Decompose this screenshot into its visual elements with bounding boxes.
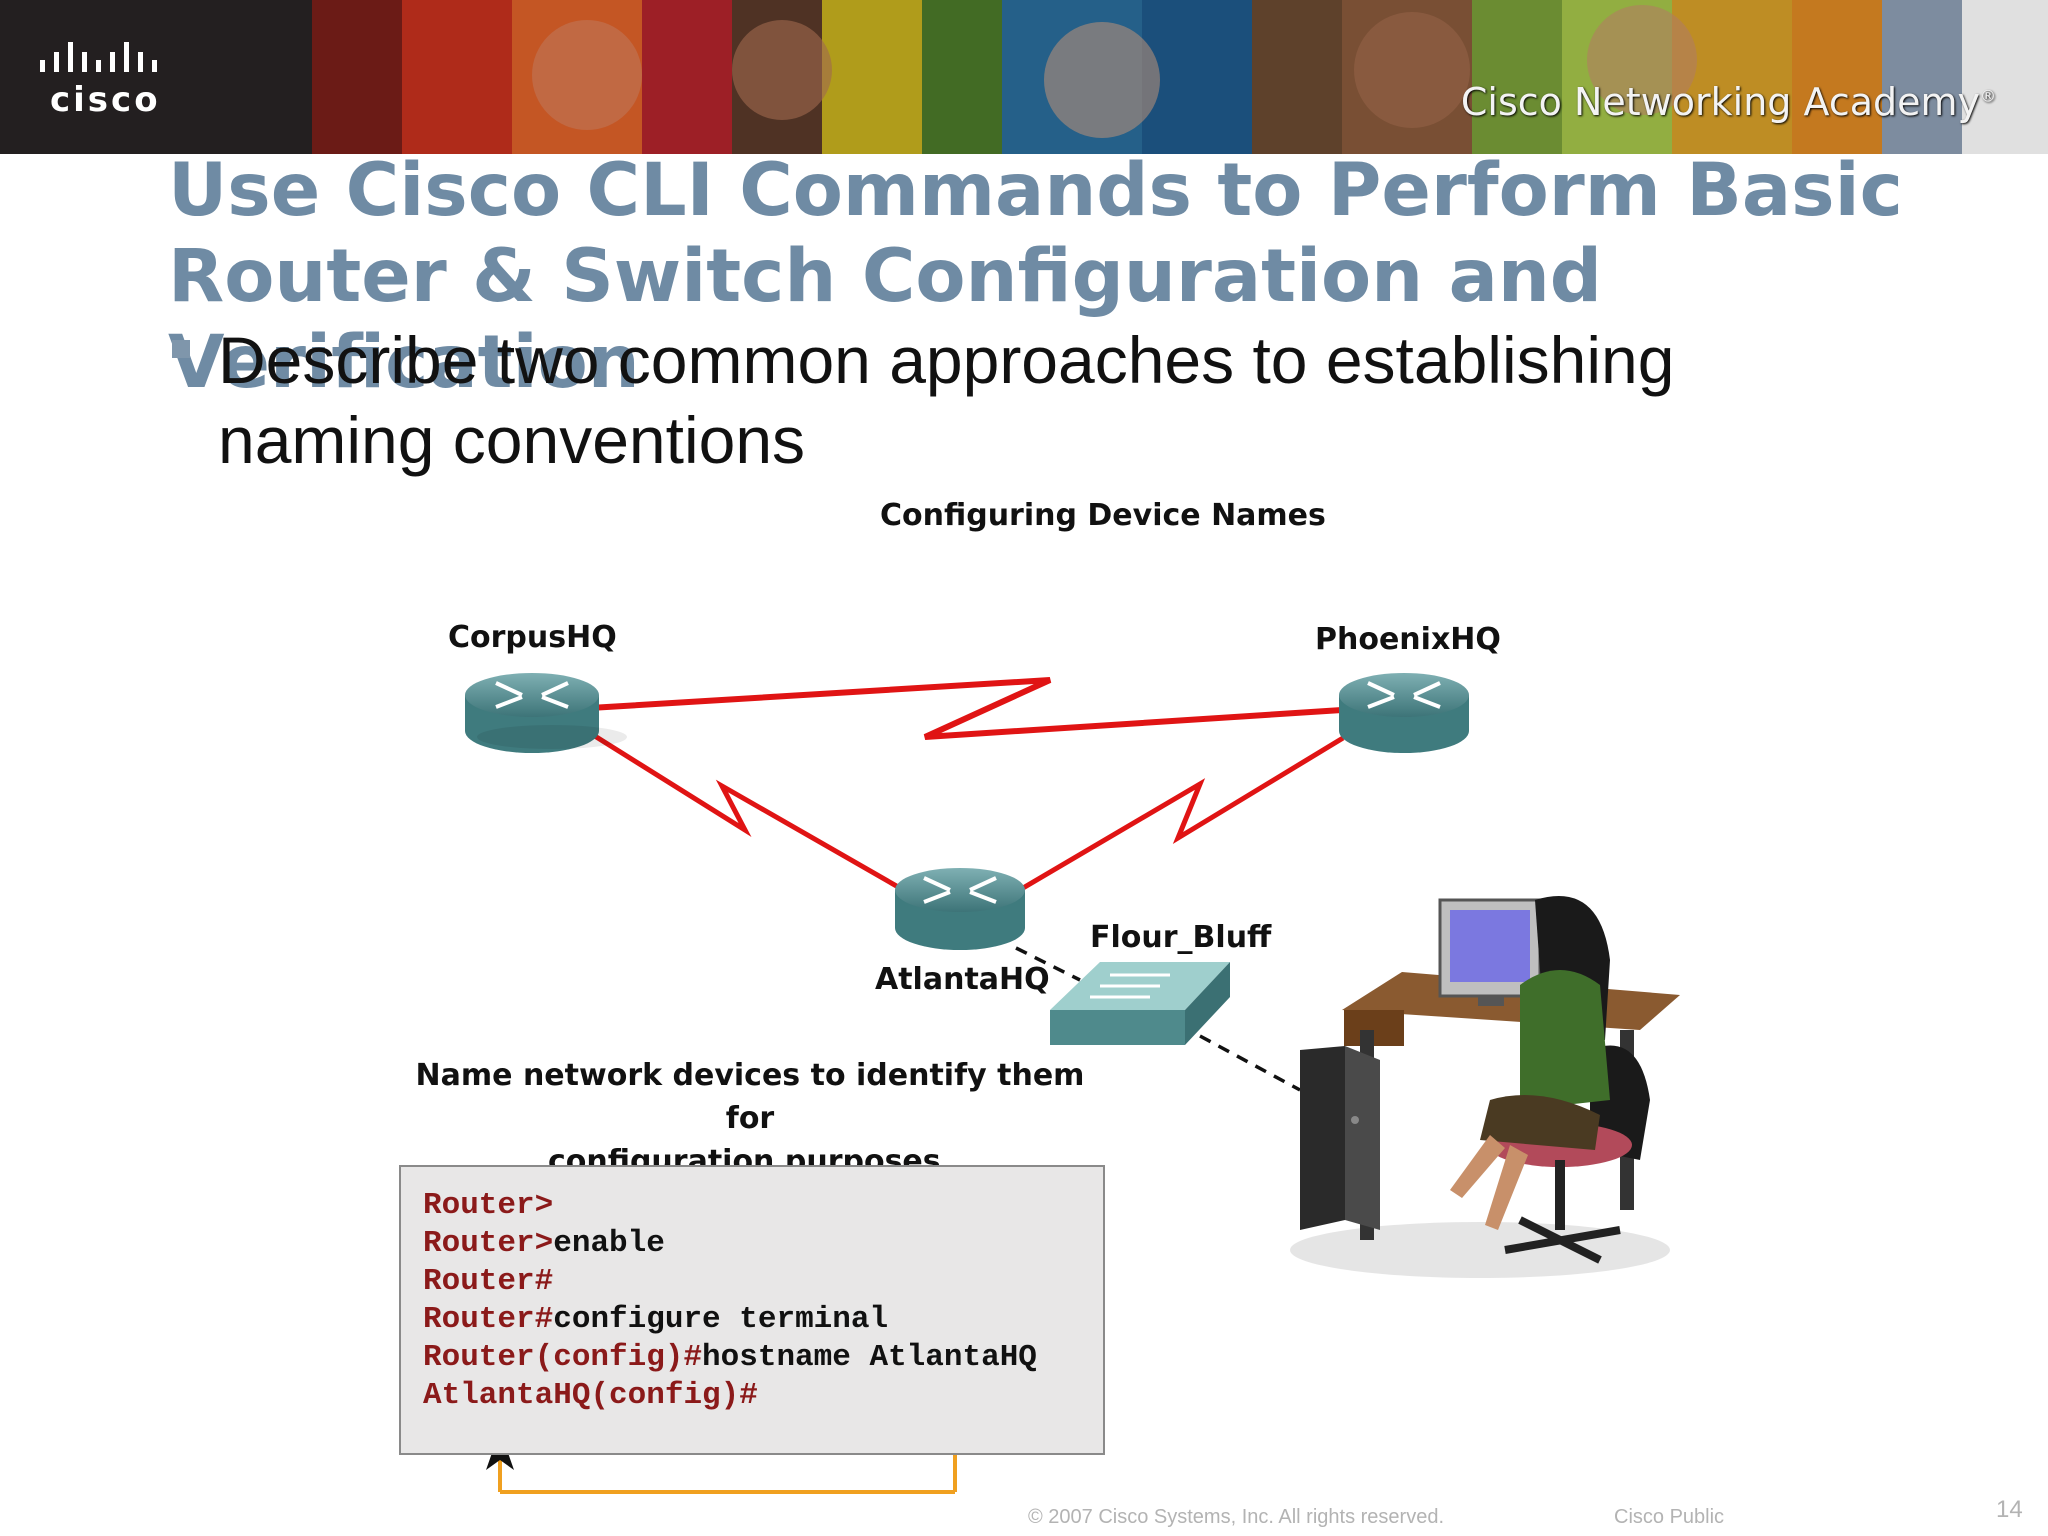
cli-command: configure terminal [553, 1302, 889, 1337]
cli-line: AtlantaHQ(config)# [423, 1377, 1037, 1415]
footer-classification: Cisco Public [1614, 1506, 1725, 1528]
cli-prompt: Router# [423, 1302, 554, 1337]
cli-line: Router# [423, 1263, 1037, 1301]
cli-command: hostname AtlantaHQ [702, 1340, 1037, 1375]
slide-title-line-1: Use Cisco CLI Commands to Perform Basic [168, 148, 1903, 233]
cli-prompt: Router> [423, 1226, 554, 1261]
serial-link-corpus-phoenix [589, 677, 1343, 740]
workstation-user-illustration [1290, 896, 1680, 1278]
header-banner: cisco Cisco Networking Academy® [0, 0, 2048, 154]
slide-title: Use Cisco CLI Commands to Perform Basic … [168, 148, 2028, 406]
device-label-corpus: CorpusHQ [448, 620, 617, 655]
cli-prompt: Router# [423, 1264, 554, 1299]
router-corpus-icon [465, 673, 627, 753]
serial-link-phoenix-atlanta [1021, 735, 1345, 891]
bullet-line-2: naming conventions [218, 403, 806, 477]
slide-title-line-2: Router & Switch Configuration and Verifi… [168, 234, 1603, 405]
cli-line: Router#configure terminal [423, 1301, 1037, 1339]
page-number: 14 [1996, 1496, 2023, 1523]
bullet-square-icon [172, 340, 190, 358]
router-atlanta-icon [895, 868, 1025, 950]
bullet-line-1: Describe two common approaches to establ… [218, 323, 1675, 397]
switch-flour-bluff-icon [1050, 962, 1230, 1045]
cli-line: Router> [423, 1187, 1037, 1225]
footer-copyright: © 2007 Cisco Systems, Inc. All rights re… [1028, 1506, 1445, 1528]
cli-command: enable [553, 1226, 665, 1261]
cisco-logo-bars-icon [40, 42, 157, 72]
bullet-text: Describe two common approaches to establ… [218, 320, 1818, 480]
academy-title: Cisco Networking Academy® [1460, 80, 1996, 124]
cli-prompt: AtlantaHQ(config)# [423, 1378, 758, 1413]
serial-link-corpus-atlanta [588, 730, 902, 891]
cli-prompt: Router(config)# [423, 1340, 703, 1375]
figure-caption: Configuring Device Names [880, 498, 1326, 533]
device-label-flour-bluff: Flour_Bluff [1090, 920, 1272, 955]
figure-note: Name network devices to identify them fo… [410, 1054, 1090, 1183]
ethernet-link-atlanta-switch [1015, 946, 1081, 982]
device-label-phoenix: PhoenixHQ [1315, 622, 1501, 657]
cisco-logo-text: cisco [50, 80, 161, 120]
router-phoenix-icon [1339, 673, 1469, 753]
cli-line: Router>enable [423, 1225, 1037, 1263]
cli-prompt: Router> [423, 1188, 554, 1223]
console-link-switch-pc [1199, 1034, 1301, 1092]
banner-photo-strip [312, 0, 2048, 154]
cisco-logo-block: cisco [0, 0, 312, 154]
device-label-atlanta: AtlantaHQ [875, 962, 1050, 997]
figure-note-line-1: Name network devices to identify them fo… [415, 1058, 1085, 1136]
cli-line: Router(config)#hostname AtlantaHQ [423, 1339, 1037, 1377]
